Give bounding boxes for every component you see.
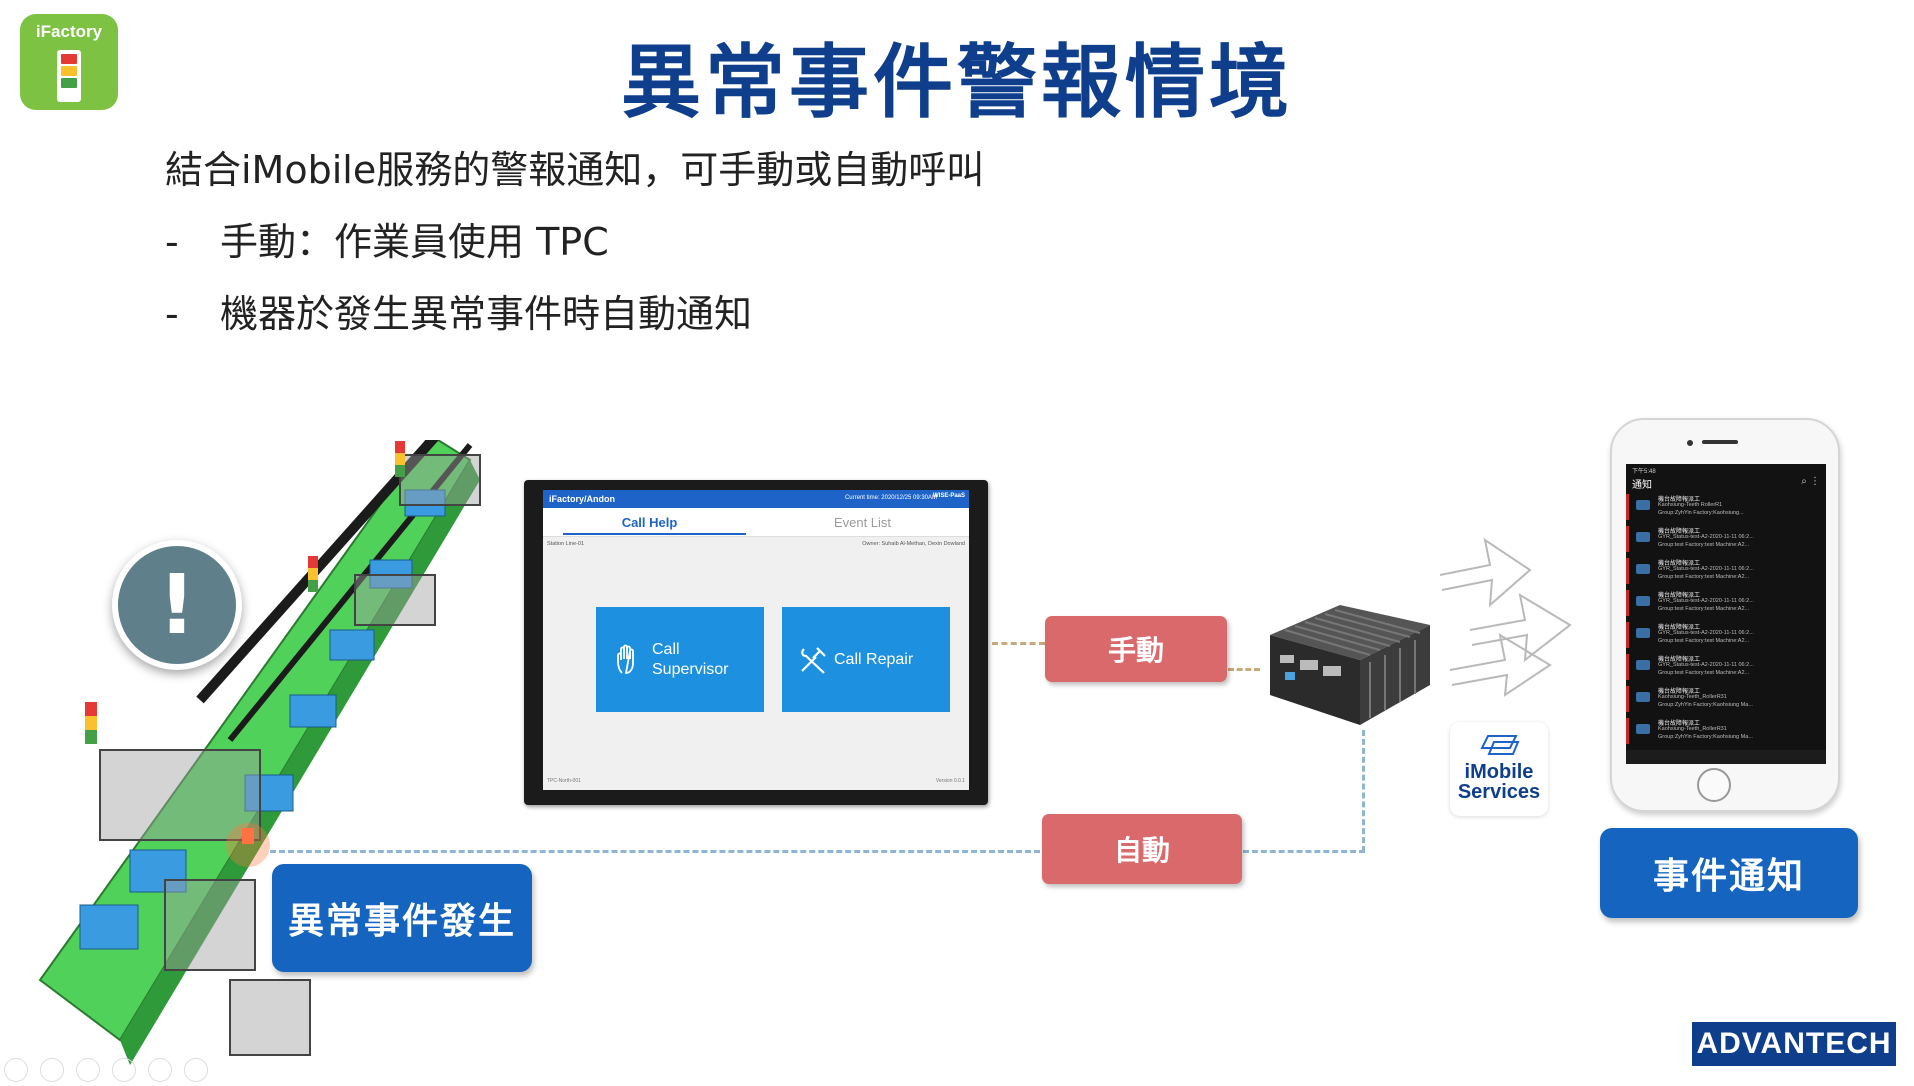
tablet-footer: TPC-North-001 Version 0.0.1: [543, 778, 969, 790]
imobile-services-badge: iMobile Services: [1450, 722, 1548, 816]
brand-label: WISE-PaaS: [932, 493, 965, 499]
bullet-dash: -: [165, 292, 179, 336]
current-time: Current time: 2020/12/25 09:30AM: [844, 495, 937, 501]
call-repair-button[interactable]: Call Repair: [782, 607, 950, 712]
phone-status-time: 下午5:48: [1632, 469, 1656, 475]
connector-manual-gateway: [1228, 668, 1260, 671]
imobile-text: iMobile Services: [1450, 762, 1548, 802]
next-icon[interactable]: [40, 1058, 64, 1082]
tpc-tablet: iFactory/Andon Current time: 2020/12/25 …: [524, 480, 988, 805]
tablet-app-header: iFactory/Andon Current time: 2020/12/25 …: [543, 490, 969, 508]
call-supervisor-line1: Call: [652, 640, 680, 658]
signal-arrows-icon: [1439, 537, 1572, 698]
page-title: 異常事件警報情境: [621, 36, 1293, 129]
connector-gateway-vertical: [1362, 730, 1365, 852]
slide-toolbar: [4, 1058, 220, 1086]
call-supervisor-button[interactable]: Call Supervisor: [596, 607, 764, 712]
imobile-logo-icon: [1480, 735, 1520, 755]
active-tab-indicator: [563, 533, 746, 535]
phone-camera: [1687, 440, 1693, 446]
phone-home-button[interactable]: [1697, 768, 1731, 802]
connector-auto-gateway: [1243, 850, 1365, 853]
phone-speaker: [1702, 440, 1738, 444]
gateway-pc-icon: [1270, 605, 1430, 725]
bullet-dash: -: [165, 220, 179, 264]
phone-bottom-nav[interactable]: [1626, 750, 1826, 764]
stack-light-icon: [308, 556, 318, 592]
connector-tablet-manual: [992, 642, 1045, 645]
imobile-line1: iMobile: [1464, 761, 1534, 783]
bullet-text: 手動：作業員使用 TPC: [220, 220, 609, 264]
app-name: iFactory/Andon: [549, 494, 616, 504]
more-icon[interactable]: [184, 1058, 208, 1082]
prev-icon[interactable]: [4, 1058, 28, 1082]
abnormal-event-label: 異常事件發生: [272, 864, 532, 972]
notification-title: 通知: [1632, 480, 1652, 491]
station-info: Station Line-01 Owner: Suhaib Al-Methan,…: [543, 537, 969, 551]
bullet-item: -機器於發生異常事件時自動通知: [165, 284, 984, 356]
logo-text: iFactory: [35, 22, 103, 41]
ifactory-logo: iFactory: [20, 14, 118, 110]
station-label: Station Line-01: [547, 541, 584, 547]
advantech-logo: ADVANTECH: [1692, 1022, 1896, 1066]
stack-light-icon: [85, 702, 97, 744]
imobile-line2: Services: [1457, 781, 1541, 803]
tablet-tabs: Call Help Event List: [543, 508, 969, 537]
alarm-light-icon: [226, 823, 270, 867]
connector-line-auto: [270, 850, 1040, 853]
tab-event-list[interactable]: Event List: [833, 515, 892, 530]
pen-icon[interactable]: [76, 1058, 100, 1082]
production-line-illustration: [38, 440, 481, 1065]
stack-light-icon: [57, 50, 81, 102]
bullet-text: 機器於發生異常事件時自動通知: [220, 292, 753, 336]
search-icon[interactable]: ⌕ ⋮: [1801, 476, 1820, 487]
call-supervisor-line2: Supervisor: [652, 660, 729, 678]
hand-icon: [617, 644, 634, 674]
zoom-icon[interactable]: [148, 1058, 172, 1082]
grid-icon[interactable]: [112, 1058, 136, 1082]
footer-right: Version 0.0.1: [935, 778, 965, 784]
call-repair-label: Call Repair: [834, 650, 914, 668]
manual-tag: 手動: [1045, 616, 1227, 682]
tablet-screen: iFactory/Andon Current time: 2020/12/25 …: [543, 490, 969, 790]
owner-label: Owner: Suhaib Al-Methan, Dexin Dowland: [862, 541, 965, 547]
stack-light-icon: [395, 441, 405, 477]
tools-icon: [801, 646, 826, 674]
bullet-list: 結合iMobile服務的警報通知，可手動或自動呼叫 -手動：作業員使用 TPC …: [165, 140, 984, 356]
tab-call-help[interactable]: Call Help: [621, 515, 678, 530]
bullet-item: -手動：作業員使用 TPC: [165, 212, 984, 284]
event-notice-label: 事件通知: [1600, 828, 1858, 918]
auto-tag: 自動: [1042, 814, 1242, 884]
bullet-intro: 結合iMobile服務的警報通知，可手動或自動呼叫: [165, 148, 985, 192]
footer-left: TPC-North-001: [547, 778, 581, 784]
warning-icon: !: [112, 540, 242, 670]
